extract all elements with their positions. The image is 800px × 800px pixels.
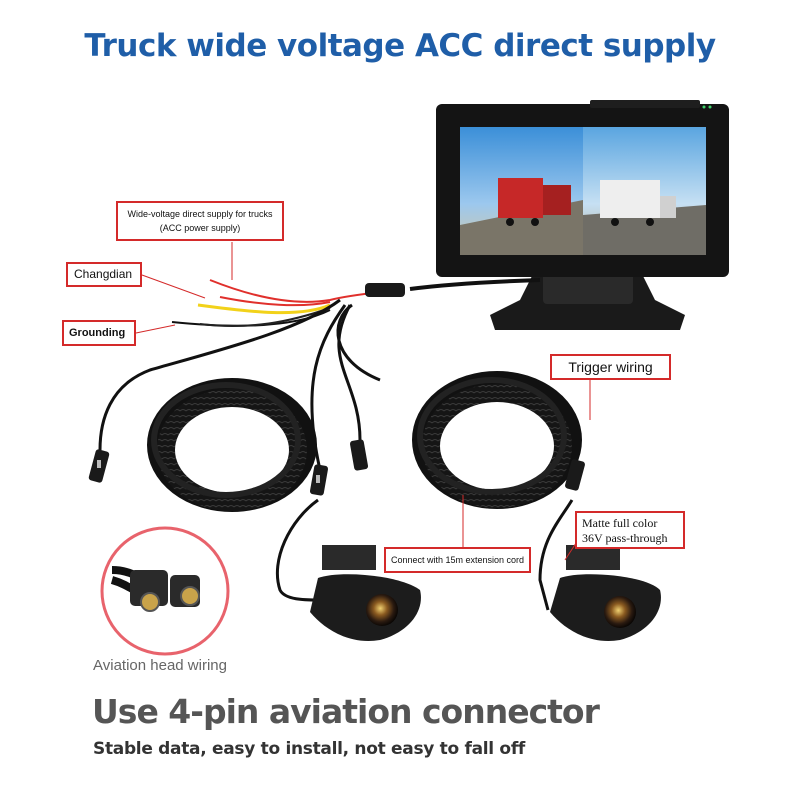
- callout-grounding: Grounding: [62, 320, 136, 346]
- headline: Use 4-pin aviation connector: [92, 692, 600, 731]
- callout-extension-cord: Connect with 15m extension cord: [384, 547, 531, 573]
- matte-line-1: Matte full color: [582, 516, 658, 530]
- page-title: Truck wide voltage ACC direct supply: [84, 28, 716, 64]
- monitor-icon: [436, 100, 729, 330]
- callout-trigger-wiring: Trigger wiring: [550, 354, 671, 380]
- camera-icon: [310, 545, 421, 641]
- callout-changdian: Changdian: [66, 262, 142, 287]
- subline: Stable data, easy to install, not easy t…: [93, 739, 526, 759]
- camera-icon: [550, 545, 661, 641]
- cable-coil-left: [147, 378, 317, 512]
- acc-power-text: (ACC power supply): [159, 223, 241, 233]
- callout-wide-voltage: Wide-voltage direct supply for trucks (A…: [116, 201, 284, 241]
- cable-coil-right: [412, 371, 582, 509]
- wide-voltage-text: Wide-voltage direct supply for trucks: [127, 209, 273, 219]
- aviation-head-label: Aviation head wiring: [93, 657, 227, 674]
- matte-line-2: 36V pass-through: [582, 531, 668, 545]
- callout-matte-full-color: Matte full color 36V pass-through: [575, 511, 685, 549]
- connector-icon: [88, 439, 585, 496]
- aviation-head-zoom: [100, 526, 230, 656]
- power-wires: [135, 242, 541, 334]
